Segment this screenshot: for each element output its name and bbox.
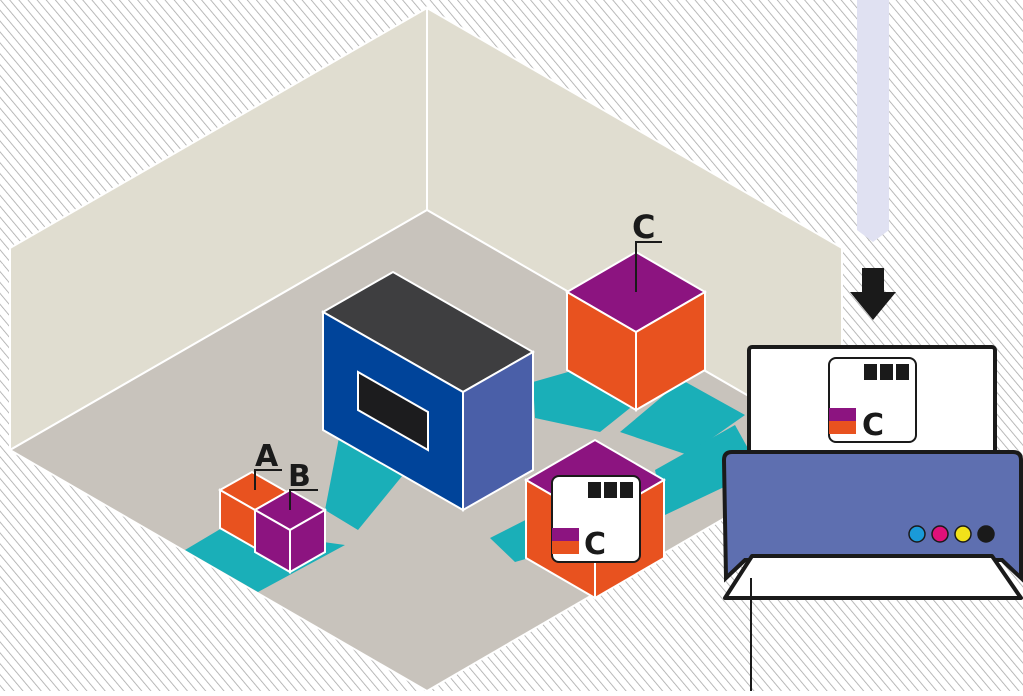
- printer-body: [721, 450, 1023, 583]
- barcode-icon: [588, 482, 633, 498]
- label-b: B: [288, 459, 311, 494]
- label-printer: C: [721, 345, 1023, 691]
- printer-output-tray: [723, 554, 1023, 600]
- small-box-b: [252, 488, 328, 574]
- machine-side: [462, 350, 534, 512]
- incoming-feed-bar: [857, 0, 889, 242]
- printer-label-text: C: [862, 408, 884, 443]
- label-b-leader: [289, 489, 318, 510]
- processing-machine: [320, 270, 536, 512]
- label-c-leader: [635, 241, 662, 292]
- barcode-icon: [864, 364, 909, 380]
- label-a: A: [255, 439, 279, 474]
- label-c-top: C: [632, 208, 655, 246]
- labelled-box: C: [524, 438, 666, 600]
- machine-opening: [357, 370, 429, 452]
- ink-dot-icon: [908, 525, 995, 543]
- label-c-card: C: [584, 527, 606, 562]
- down-arrow-icon: [850, 268, 896, 320]
- label-a-leader: [254, 469, 282, 490]
